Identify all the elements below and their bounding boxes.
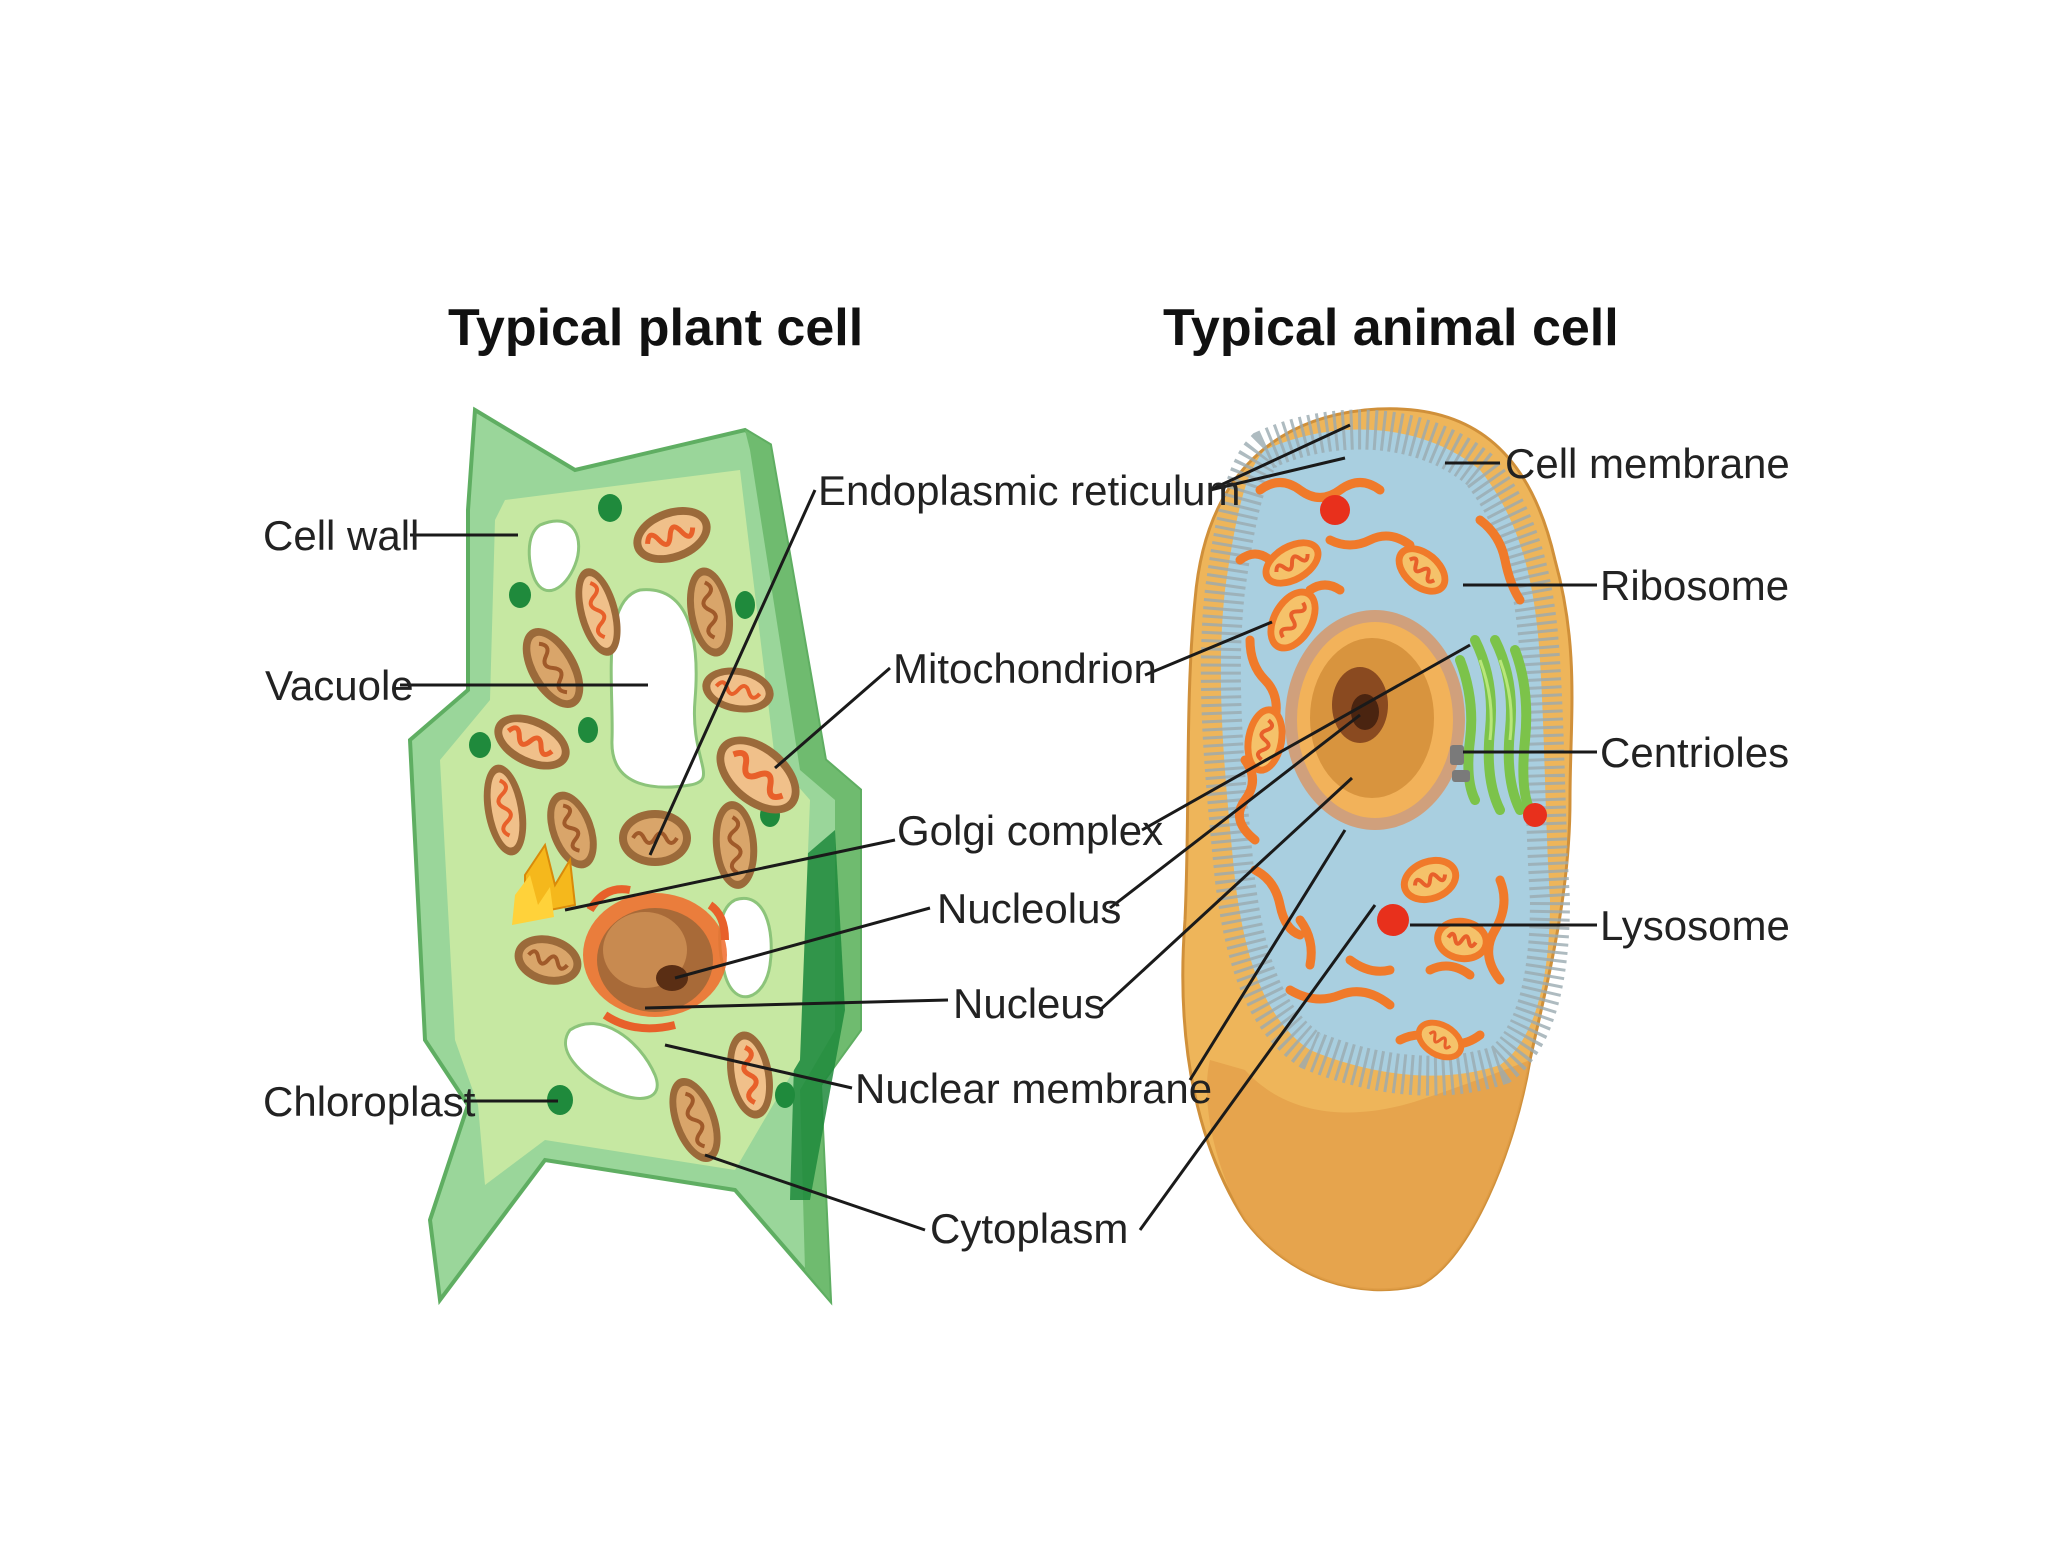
vacuole-small-top-left [527,519,581,593]
chloroplast [578,717,598,743]
mitochondrion [483,764,527,856]
label-nucleus: Nucleus [953,980,1105,1027]
mitochondrion [686,567,734,657]
label-cell-membrane: Cell membrane [1505,440,1790,487]
leader-nucleus-animal [1098,776,1354,1012]
mitochondrion [514,935,582,985]
chloroplast [469,732,491,758]
mitochondrion [1244,706,1286,774]
leader-er-animal-2 [1209,456,1346,492]
label-lysosome: Lysosome [1600,902,1790,949]
animal-centrioles [1450,745,1470,782]
plant-cell [407,406,862,1306]
leader-mito-plant [774,666,891,770]
mitochondrion [1400,856,1460,904]
mitochondrion [494,714,570,770]
vacuole-main [609,588,706,789]
mitochondrion [1415,1019,1465,1061]
chloroplast [775,1082,795,1108]
vacuole-bottom [564,1022,659,1100]
mitochondrion [575,568,621,656]
plant-cell-title: Typical plant cell [448,299,863,357]
mitochondrion [619,810,691,866]
leader-er-plant [648,489,817,856]
label-cytoplasm: Cytoplasm [930,1205,1128,1252]
animal-cell [1181,407,1574,1292]
leader-cytoplasm-animal [1138,904,1377,1231]
label-chloroplast: Chloroplast [263,1078,476,1125]
centriole [1450,745,1464,765]
leader-nucleolus-animal [1109,713,1361,910]
animal-mitochondria [1244,539,1490,1061]
chloroplast [735,591,755,619]
label-endoplasmic-reticulum: Endoplasmic reticulum [818,467,1241,514]
mitochondrion [1267,588,1319,652]
label-vacuole: Vacuole [265,662,414,709]
mitochondrion [1434,917,1490,963]
lysosome [1377,904,1409,936]
label-ribosome: Ribosome [1600,562,1789,609]
mitochondrion [669,1077,721,1163]
chloroplast [598,494,622,522]
leader-cytoplasm-plant [704,1153,926,1232]
chloroplast [547,1085,573,1115]
animal-cell-body-shade [1206,1060,1530,1290]
mitochondrion [727,1031,773,1119]
label-nuclear-membrane: Nuclear membrane [855,1065,1212,1112]
mitochondrion [633,506,711,564]
mitochondrion [702,667,774,713]
mitochondrion [547,791,597,869]
mitochondrion [712,801,758,889]
leader-golgi-animal [1141,643,1471,832]
leader-nucleus-plant [644,998,949,1010]
leader-lines [400,423,1597,1232]
mitochondrion [1262,539,1322,587]
plant-golgi [512,842,577,925]
label-nucleolus: Nucleolus [937,885,1121,932]
animal-cell-title: Typical animal cell [1163,299,1619,357]
leader-er-animal-1 [1209,423,1351,492]
animal-nucleus [1285,610,1465,830]
label-golgi-complex: Golgi complex [897,807,1163,854]
mitochondrion [1395,545,1449,595]
mitochondrion [716,736,800,814]
animal-lysosomes [1320,495,1547,936]
plant-nucleolus [656,965,688,991]
chloroplast [509,582,531,608]
animal-golgi-highlight [1478,659,1513,741]
lysosome [1523,803,1547,827]
centriole [1452,770,1470,782]
label-mitochondrion: Mitochondrion [893,645,1157,692]
lysosome [1320,495,1350,525]
leader-nuclear-membrane-animal [1188,829,1347,1081]
label-centrioles: Centrioles [1600,729,1789,776]
plant-nucleus [583,885,729,1033]
leader-nucleolus-plant [674,906,931,980]
leader-nuclear-membrane-plant [664,1043,853,1090]
leader-golgi-plant [564,838,896,912]
plant-mitochondria [483,506,800,1163]
vacuole-right [718,896,773,999]
label-cell-wall: Cell wall [263,512,419,559]
leader-mito-animal [1144,620,1273,677]
